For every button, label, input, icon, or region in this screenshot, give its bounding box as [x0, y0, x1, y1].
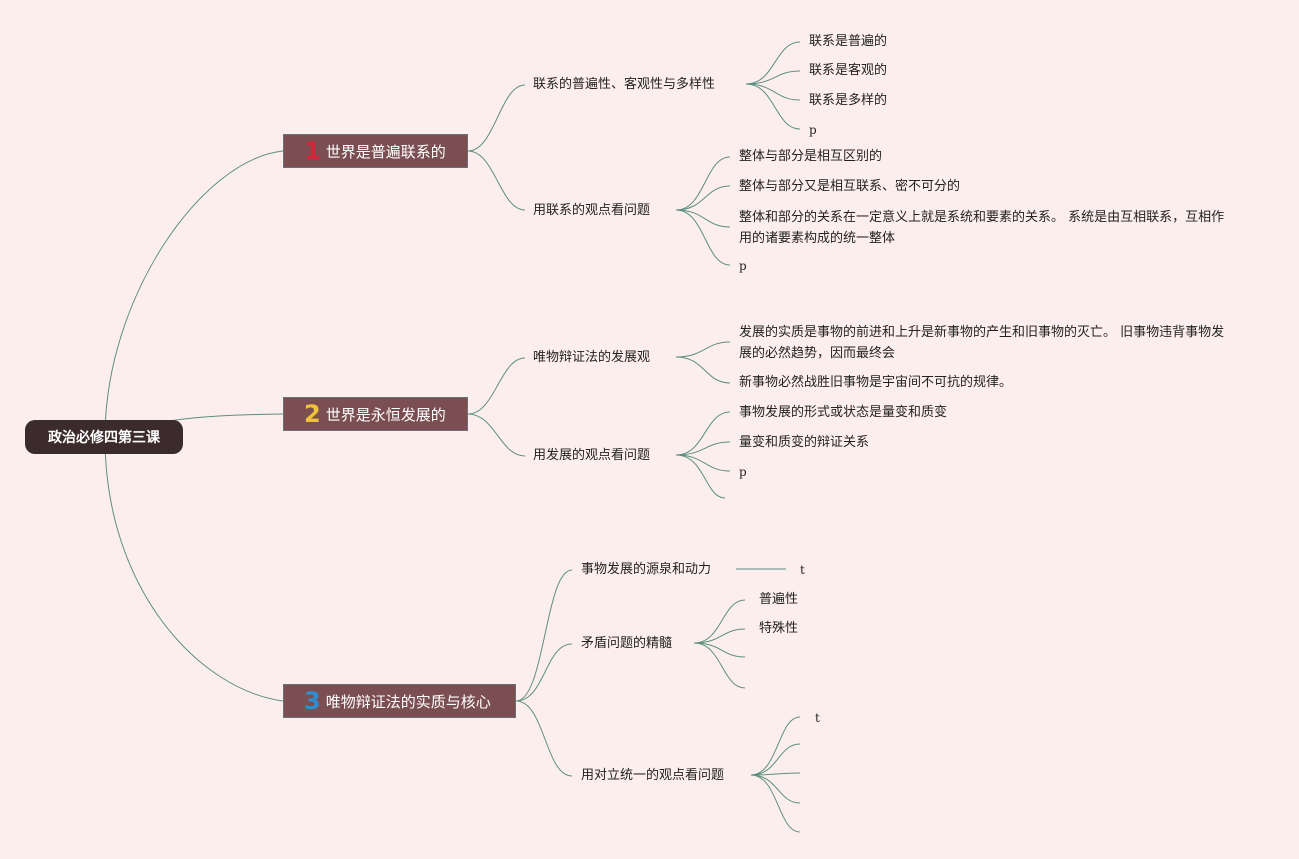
number-1-icon: 1 — [304, 137, 321, 165]
leaf-topic[interactable]: p — [739, 465, 747, 479]
leaf-topic[interactable]: p — [739, 259, 747, 273]
leaf-topic[interactable]: 联系是普遍的 — [809, 34, 888, 49]
number-2-icon: 2 — [304, 400, 321, 428]
subtopic[interactable]: 用对立统一的观点看问题 — [581, 768, 725, 783]
main-topic-3[interactable]: 3 唯物辩证法的实质与核心 — [283, 684, 516, 718]
leaf-topic[interactable]: 联系是客观的 — [809, 63, 888, 78]
leaf-topic[interactable]: 发展的实质是事物的前进和上升是新事物的产生和旧事物的灭亡。 旧事物违背事物发展的… — [739, 325, 1225, 361]
leaf-topic[interactable]: 整体与部分又是相互联系、密不可分的 — [739, 179, 961, 194]
subtopic[interactable]: 用发展的观点看问题 — [533, 448, 651, 463]
leaf-topic[interactable]: 整体与部分是相互区别的 — [739, 149, 883, 164]
main-topic-2[interactable]: 2 世界是永恒发展的 — [283, 397, 468, 431]
main-topic-label: 世界是普遍联系的 — [325, 142, 446, 161]
leaf-topic[interactable]: 新事物必然战胜旧事物是宇宙间不可抗的规律。 — [739, 375, 1013, 390]
leaf-topic[interactable]: 普遍性 — [759, 592, 799, 607]
subtopic[interactable]: 矛盾问题的精髓 — [581, 636, 673, 651]
leaf-topic[interactable]: 联系是多样的 — [809, 93, 888, 108]
leaf-topic[interactable]: p — [809, 123, 817, 137]
leaf-topic[interactable]: t — [815, 711, 820, 725]
main-topic-1[interactable]: 1 世界是普遍联系的 — [283, 134, 468, 168]
subtopic[interactable]: 用联系的观点看问题 — [533, 203, 651, 218]
leaf-topic[interactable]: 整体和部分的关系在一定意义上就是系统和要素的关系。 系统是由互相联系，互相作用的… — [739, 210, 1225, 246]
main-topic-label: 唯物辩证法的实质与核心 — [325, 692, 491, 711]
leaf-topic[interactable]: 量变和质变的辩证关系 — [739, 435, 870, 450]
main-topic-label: 世界是永恒发展的 — [325, 405, 446, 424]
subtopic[interactable]: 唯物辩证法的发展观 — [533, 350, 651, 365]
root-topic[interactable]: 政治必修四第三课 — [25, 420, 183, 454]
number-3-icon: 3 — [304, 687, 321, 715]
subtopic[interactable]: 事物发展的源泉和动力 — [581, 562, 712, 577]
leaf-topic[interactable]: 特殊性 — [759, 621, 799, 636]
leaf-topic[interactable]: t — [800, 563, 805, 577]
leaf-topic[interactable]: 事物发展的形式或状态是量变和质变 — [739, 405, 948, 420]
subtopic[interactable]: 联系的普遍性、客观性与多样性 — [533, 77, 716, 92]
